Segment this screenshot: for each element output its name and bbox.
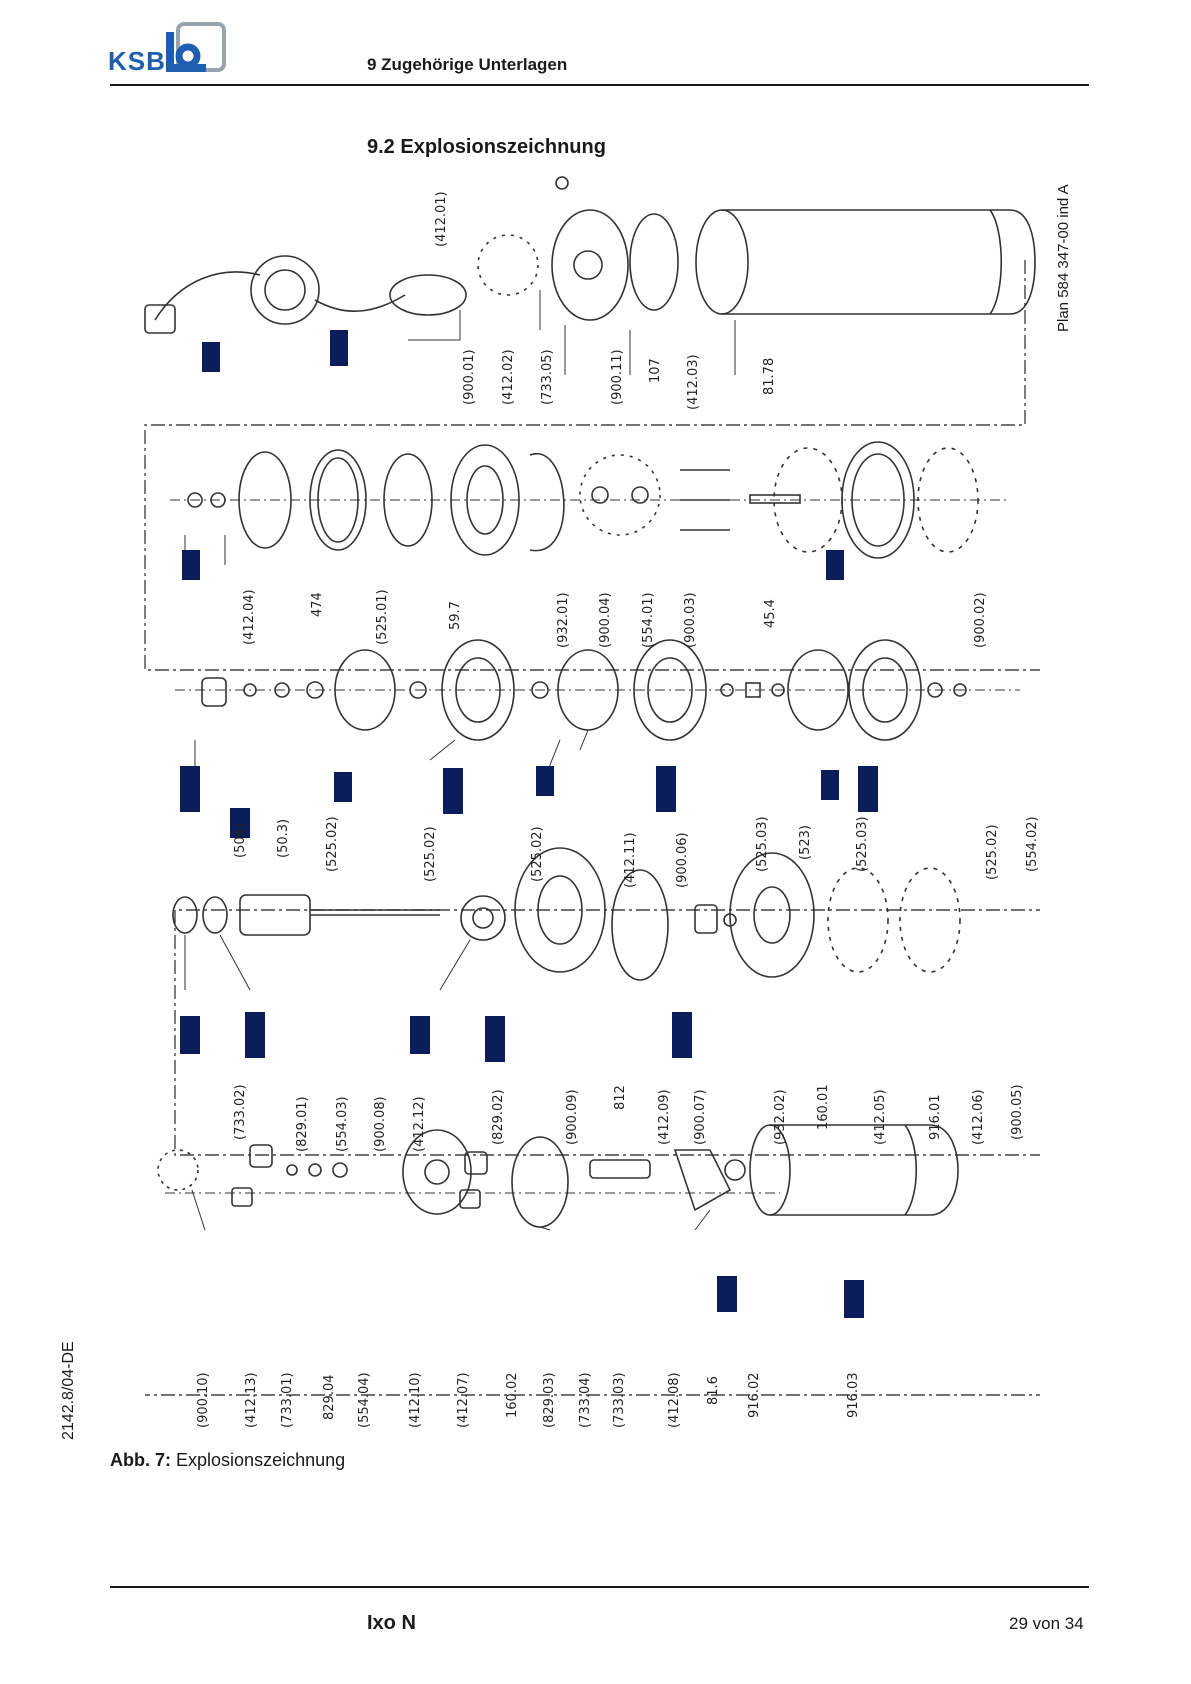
part-label: (554.01) [641, 592, 656, 648]
part-label: (900.02) [973, 592, 988, 648]
part-label: (733.02) [233, 1084, 248, 1140]
ksb-logo: KSB [108, 20, 228, 78]
part-label: (900.06) [675, 832, 690, 888]
part-label: (733.05) [540, 349, 555, 405]
part-label: (900.01) [462, 349, 477, 405]
exploded-view-diagram [144, 176, 1040, 1396]
row3-parts [175, 639, 1020, 741]
part-label: (412.07) [456, 1372, 471, 1428]
part-label: (525.02) [325, 816, 340, 872]
part-label: 107 [648, 358, 663, 383]
part-label: (932.01) [556, 592, 571, 648]
part-label: (733.03) [612, 1372, 627, 1428]
part-label: (525.03) [855, 816, 870, 872]
part-label: (412.03) [686, 354, 701, 410]
page-title: 9.2 Explosionszeichnung [367, 136, 606, 158]
row5-parts [157, 1124, 959, 1228]
part-label: (412.13) [244, 1372, 259, 1428]
part-label: 916.01 [928, 1094, 943, 1141]
part-label: (412.02) [501, 349, 516, 405]
part-label: (412.11) [623, 832, 638, 888]
part-label: 916.03 [846, 1372, 861, 1419]
part-label: (412.08) [667, 1372, 682, 1428]
part-label: 81.6 [706, 1376, 721, 1405]
part-label: (554.04) [357, 1372, 372, 1428]
part-label: (525.02) [985, 824, 1000, 880]
logo-mark-icon [166, 22, 226, 72]
part-label: (554.03) [335, 1096, 350, 1152]
part-label: 829.04 [322, 1374, 337, 1421]
part-label: 59.7 [448, 601, 463, 630]
part-label: (412.01) [434, 191, 449, 247]
doc-number: 2142.8/04-DE [60, 1341, 77, 1440]
reference-boxes [180, 330, 878, 1318]
part-label: (50.3) [276, 818, 291, 858]
part-label: (900.04) [598, 592, 613, 648]
part-label: (412.04) [242, 589, 257, 645]
row4-parts [172, 847, 961, 981]
caption-text: Explosionszeichnung [176, 1450, 346, 1470]
part-label: (554.02) [1025, 816, 1040, 872]
header-rule [110, 84, 1089, 86]
part-label: (829.02) [491, 1089, 506, 1145]
part-label: (900.07) [693, 1089, 708, 1145]
part-label: 916.02 [747, 1372, 762, 1419]
part-label: (900.03) [683, 592, 698, 648]
part-label: (900.11) [610, 349, 625, 405]
part-label: (900.05) [1010, 1084, 1025, 1140]
footer-rule [110, 1586, 1089, 1588]
part-label: (932.02) [773, 1089, 788, 1145]
part-label: 45.4 [763, 599, 778, 628]
part-label: (525.02) [423, 826, 438, 882]
part-label: 81.78 [762, 357, 777, 395]
part-label: (525.01) [375, 589, 390, 645]
logo-text: KSB [108, 46, 166, 76]
part-label: (900.08) [373, 1096, 388, 1152]
part-label: 474 [310, 592, 325, 617]
header-section: 9 Zugehörige Unterlagen [367, 55, 568, 74]
part-label: 812 [613, 1085, 628, 1110]
figure-caption: Abb. 7: Explosionszeichnung [110, 1450, 345, 1471]
row2-parts [170, 441, 1010, 559]
part-label: (523) [798, 825, 813, 860]
part-label: 160.02 [505, 1372, 520, 1419]
part-label: 160.01 [816, 1084, 831, 1131]
part-label: (412.06) [971, 1089, 986, 1145]
row1-parts [144, 176, 1036, 334]
part-label: (900.10) [196, 1372, 211, 1428]
part-label: (412.10) [408, 1372, 423, 1428]
part-label: (525.02) [530, 826, 545, 882]
leader-lines [184, 290, 736, 1231]
footer-page: 29 von 34 [1009, 1614, 1084, 1633]
part-label: (412.05) [873, 1089, 888, 1145]
caption-prefix: Abb. 7: [110, 1450, 171, 1470]
part-label: (900.09) [565, 1089, 580, 1145]
part-label: (829.01) [295, 1096, 310, 1152]
part-label: (829.03) [542, 1372, 557, 1428]
part-label: (412.12) [412, 1096, 427, 1152]
footer-product: Ixo N [367, 1612, 416, 1634]
part-label: (733.04) [578, 1372, 593, 1428]
part-label: (506) [233, 823, 248, 858]
part-label: (412.09) [657, 1089, 672, 1145]
plan-note: Plan 584 347-00 ind A [1055, 184, 1072, 332]
part-label: (525.03) [755, 816, 770, 872]
part-label: (733.01) [280, 1372, 295, 1428]
